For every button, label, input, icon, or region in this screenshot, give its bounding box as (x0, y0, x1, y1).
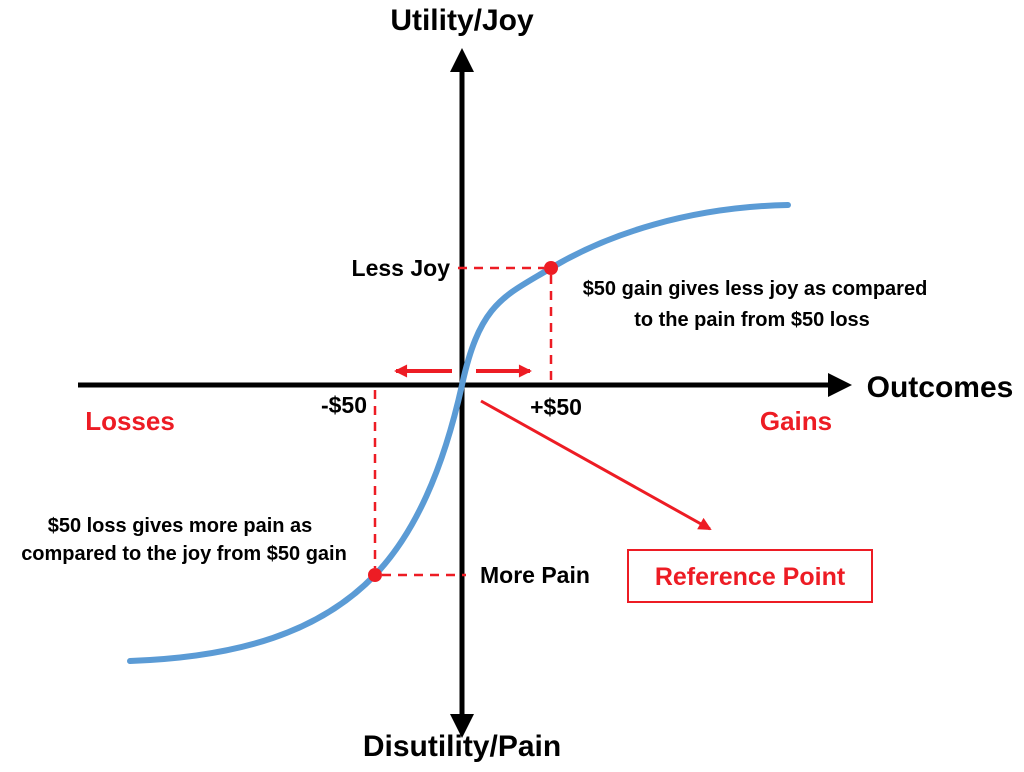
losses-label: Losses (85, 406, 175, 436)
loss-note-line2: compared to the joy from $50 gain (21, 543, 347, 565)
y-axis-top-label: Utility/Joy (390, 4, 534, 37)
gain-note-line2: to the pain from $50 loss (634, 309, 870, 331)
more-pain-label: More Pain (480, 562, 590, 588)
y-axis-top-arrowhead (450, 48, 474, 72)
reference-point-box (627, 549, 873, 603)
less-joy-label: Less Joy (352, 255, 451, 281)
gains-label: Gains (760, 406, 832, 436)
gain-note-line1: $50 gain gives less joy as compared (583, 278, 928, 300)
y-axis-bottom-label: Disutility/Pain (363, 730, 561, 763)
x-axis-right-arrowhead (828, 373, 852, 397)
gain-point-marker (544, 261, 558, 275)
reference-point-label: Reference Point (655, 563, 846, 591)
x-axis-label: Outcomes (867, 371, 1014, 404)
positive-50-tick-label: +$50 (530, 394, 582, 420)
value-function-curve (127, 202, 791, 664)
reference-point-arrow-icon (480, 399, 712, 531)
loss-note-line1: $50 loss gives more pain as (48, 515, 313, 537)
y-axis-bottom-arrowhead (450, 714, 474, 738)
negative-50-tick-label: -$50 (321, 392, 367, 418)
loss-point-marker (368, 568, 382, 582)
